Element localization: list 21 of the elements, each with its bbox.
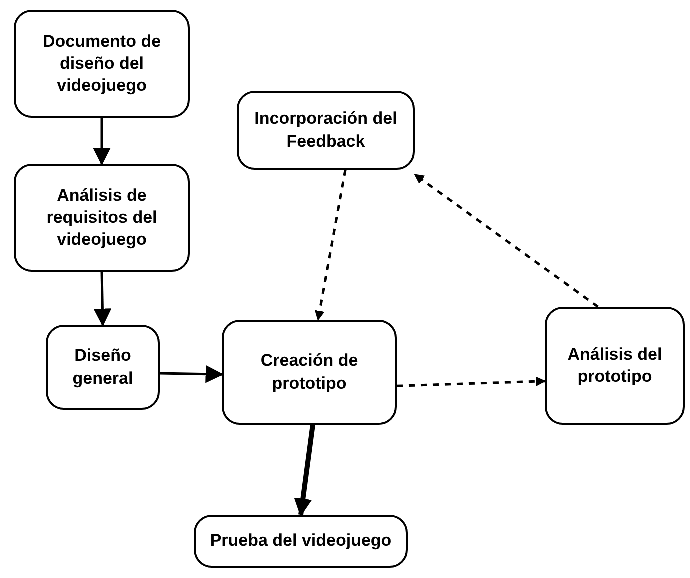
box-label: Incorporación del Feedback [254,108,398,152]
box-label: Creación de prototipo [260,350,360,394]
process-box [46,325,160,410]
arrow [314,170,347,321]
arrow [93,118,111,166]
arrow [294,424,316,517]
box-label: Prueba del videojuego [210,530,392,552]
box-label: Análisis del prototipo [566,344,664,388]
box-label: Diseño general [72,345,134,390]
box-label: Análisis de requisitos del videojuego [46,184,158,252]
box-label: Documento de diseño del videojuego [42,30,162,98]
arrow [160,365,224,384]
process-box [14,164,190,272]
arrow [396,376,546,388]
process-box [14,10,190,118]
process-box [237,91,415,170]
process-box [545,307,685,425]
process-box [194,515,408,568]
arrow [94,272,112,327]
process-box [222,320,397,425]
arrow [414,174,599,308]
